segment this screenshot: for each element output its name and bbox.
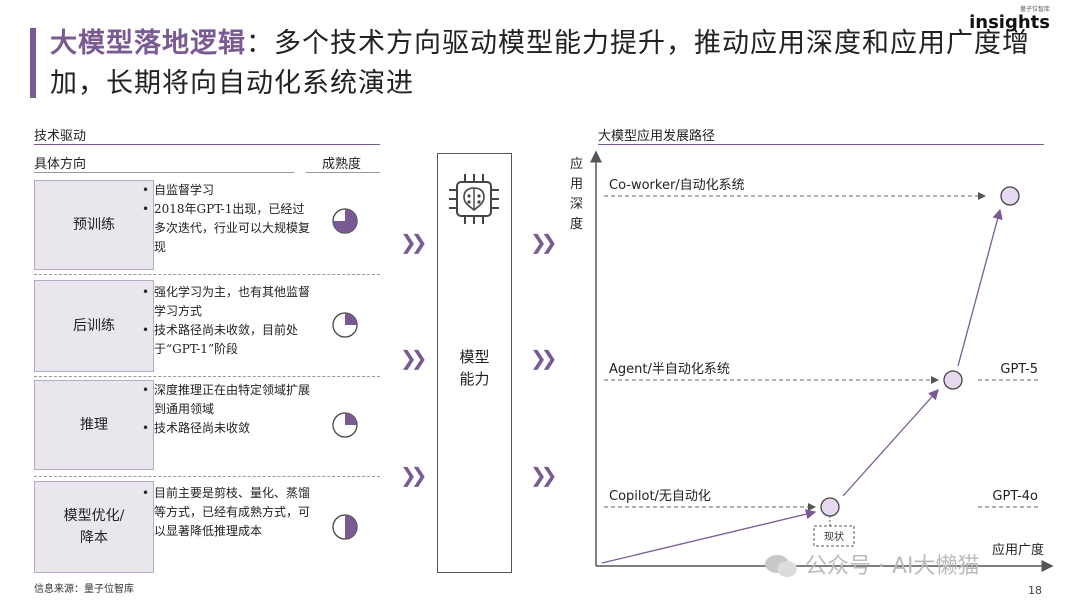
pie-fill — [345, 515, 357, 539]
current-status-label: 现状 — [824, 530, 844, 543]
col-divider-a — [34, 172, 294, 173]
title-accent: 大模型落地逻辑 — [50, 28, 246, 59]
bullet: 自监督学习 — [140, 181, 315, 200]
bullet: 技术路径尚未收敛 — [140, 419, 315, 438]
pie-fill — [333, 209, 357, 233]
col-divider-b — [306, 172, 380, 173]
source-note: 信息来源：量子位智库 — [34, 584, 134, 595]
section-divider-right — [598, 144, 1044, 145]
section-app-path: 大模型应用发展路径 — [598, 129, 716, 144]
maturity-pie-inference — [332, 412, 358, 438]
brain-chip-icon — [449, 174, 499, 224]
page-number: 18 — [1028, 584, 1042, 597]
row-separator — [34, 476, 380, 477]
row-desc-pretrain: 自监督学习 2018年GPT-1出现，已经过多次迭代，行业可以大规模复现 — [140, 181, 315, 257]
row-desc-posttrain: 强化学习为主，也有其他监督学习方式 技术路径尚未收敛，目前处于“GPT-1”阶段 — [140, 283, 315, 359]
y-label-char-4: 度 — [570, 216, 583, 232]
chevron-right-icon: ❯❯ — [400, 230, 427, 254]
bullet: 2018年GPT-1出现，已经过多次迭代，行业可以大规模复现 — [140, 200, 315, 257]
level-label: Co-worker/自动化系统 — [609, 178, 745, 193]
x-axis-label: 应用广度 — [992, 542, 1044, 558]
trajectory-arrow — [842, 389, 939, 497]
row-box-posttrain: 后训练 — [34, 280, 154, 372]
chevron-right-icon: ❯❯ — [530, 230, 557, 254]
maturity-pie-optimization — [332, 514, 358, 540]
title-rest: ：多个技术方向驱动模型能力提升，推动应用深度和应用广度增加，长期将向自动化系统演… — [50, 28, 1030, 99]
row-box-pretrain: 预训练 — [34, 180, 154, 270]
model-label: GPT-5 — [1000, 362, 1038, 377]
bullet: 目前主要是剪枝、量化、蒸馏等方式，已经有成熟方式，可以显著降低推理成本 — [140, 484, 315, 541]
row-box-optimization: 模型优化/ 降本 — [34, 481, 154, 573]
col-maturity: 成熟度 — [322, 157, 362, 172]
app-path-chart: 应 用 深 度 应用广度 Co-worker/自动化系统 Agent/半自动化系统… — [570, 150, 1054, 572]
node-agent — [943, 370, 963, 390]
col-direction: 具体方向 — [34, 157, 87, 172]
section-tech-driver: 技术驱动 — [34, 129, 87, 144]
row-desc-inference: 深度推理正在由特定领域扩展到通用领域 技术路径尚未收敛 — [140, 381, 315, 438]
bullet: 强化学习为主，也有其他监督学习方式 — [140, 283, 315, 321]
node-coworker — [1000, 186, 1020, 206]
bullet: 技术路径尚未收敛，目前处于“GPT-1”阶段 — [140, 321, 315, 359]
watermark: 公众号 · AI大懒猫 — [805, 554, 980, 579]
level-label: Agent/半自动化系统 — [609, 362, 730, 377]
model-capability-box — [437, 153, 512, 573]
trajectory-arrow — [957, 208, 1003, 367]
node-copilot — [820, 497, 840, 517]
chevron-right-icon: ❯❯ — [400, 346, 427, 370]
level-label: Copilot/无自动化 — [609, 489, 711, 504]
logo: 量子位智库 insights — [969, 4, 1050, 34]
chevron-right-icon: ❯❯ — [400, 463, 427, 487]
model-label: GPT-4o — [992, 489, 1038, 504]
wechat-icon — [765, 555, 797, 577]
bullet: 深度推理正在由特定领域扩展到通用领域 — [140, 381, 315, 419]
logo-small: 量子位智库 — [1019, 6, 1050, 13]
chevron-right-icon: ❯❯ — [530, 463, 557, 487]
trajectory-arrow — [601, 509, 817, 564]
maturity-pie-pretrain — [332, 208, 358, 234]
y-axis-label: 应 用 深 度 — [570, 156, 587, 232]
row-separator — [34, 376, 380, 377]
maturity-pie-posttrain — [332, 312, 358, 338]
y-label-char-3: 深 — [570, 197, 583, 212]
chevron-right-icon: ❯❯ — [530, 346, 557, 370]
pie-fill — [345, 413, 357, 425]
y-label-char-1: 应 — [570, 156, 583, 172]
logo-text: insights — [969, 12, 1050, 33]
y-label-char-2: 用 — [570, 177, 583, 192]
title-accent-bar — [30, 28, 36, 98]
section-divider-left — [34, 144, 380, 145]
current-status-box — [813, 525, 855, 547]
row-box-inference: 推理 — [34, 380, 154, 470]
page-title: 大模型落地逻辑：多个技术方向驱动模型能力提升，推动应用深度和应用广度增加，长期将… — [50, 24, 1050, 104]
model-capability-label: 模型 能力 — [459, 348, 490, 388]
row-desc-optimization: 目前主要是剪枝、量化、蒸馏等方式，已经有成熟方式，可以显著降低推理成本 — [140, 484, 315, 541]
pie-fill — [345, 313, 357, 325]
row-separator — [34, 274, 380, 275]
